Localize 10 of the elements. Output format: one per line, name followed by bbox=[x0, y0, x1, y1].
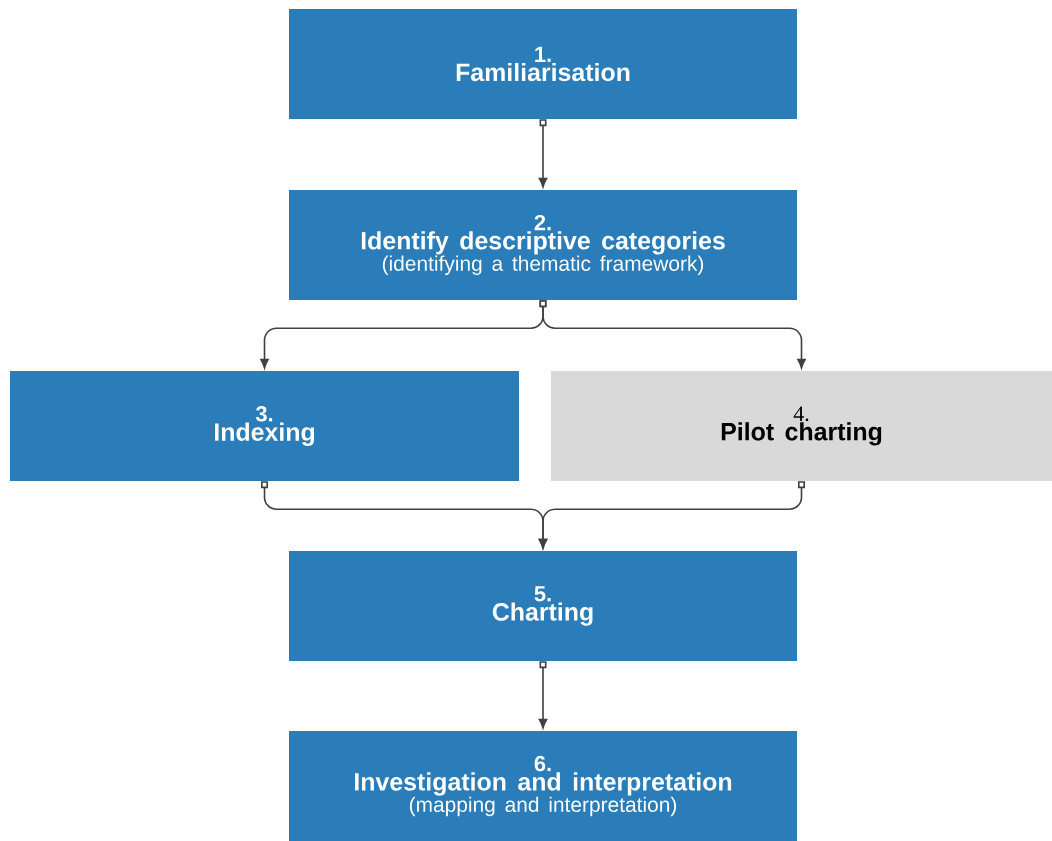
arrow bbox=[538, 119, 548, 188]
arrow bbox=[538, 481, 805, 549]
process-box: 1. Familiarisation bbox=[289, 9, 797, 119]
process-box: 3. Indexing bbox=[10, 371, 519, 481]
arrow bbox=[538, 661, 548, 729]
process-box: 2. Identify descriptive categories (identifying a thematic framework) bbox=[289, 190, 797, 300]
process-box: 4. Pilot charting bbox=[551, 371, 1052, 481]
process-box: 6. Investigation and interpretation (mapping and interpretation) bbox=[289, 731, 797, 841]
arrow bbox=[539, 300, 806, 369]
process-box: 5. Charting bbox=[289, 551, 797, 661]
